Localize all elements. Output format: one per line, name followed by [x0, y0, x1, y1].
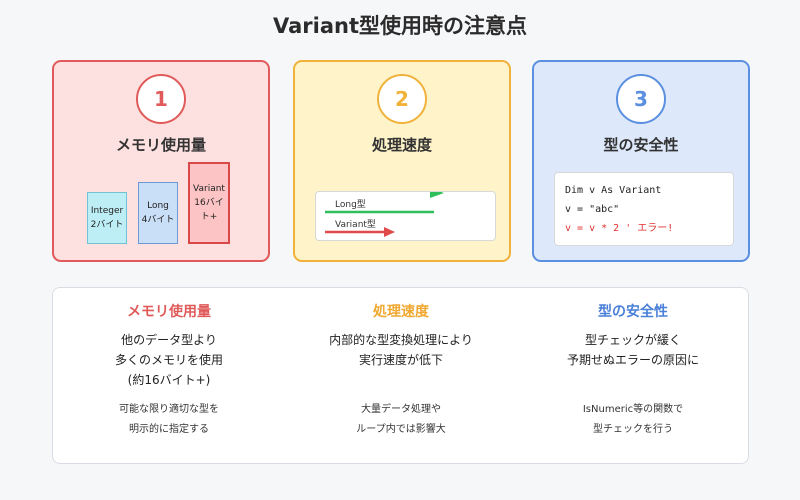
code-sample-box: Dim v As Variant v = "abc" v = v * 2 ' エ… [554, 172, 734, 246]
summary-description: 型チェックが緩く 予期せぬエラーの原因に [517, 330, 749, 370]
bar-size-label: 4バイト [141, 215, 175, 225]
note-line: ループ内では影響大 [356, 424, 446, 435]
code-line: v = "abc" [565, 204, 620, 215]
summary-panel: メモリ使用量 他のデータ型より 多くのメモリを使用 (約16バイト+) 可能な限… [52, 287, 749, 464]
summary-note: IsNumeric等の関数で 型チェックを行う [517, 400, 749, 440]
description-line: 多くのメモリを使用 [114, 353, 223, 367]
bar-size-label: 16バイト+ [194, 198, 224, 222]
bar-type-label: Integer [90, 206, 124, 216]
step-number-badge: 3 [616, 74, 666, 124]
variant-memory-bar: Variant 16バイト+ [188, 162, 230, 244]
code-line: Dim v As Variant [565, 185, 662, 196]
description-line: 他のデータ型より [121, 333, 217, 347]
code-error-line: v = v * 2 ' エラー! [565, 223, 674, 234]
description-line: 実行速度が低下 [358, 353, 443, 367]
long-speed-arrowhead [430, 192, 444, 198]
variant-speed-arrowhead [384, 227, 395, 237]
long-speed-label: Long型 [335, 200, 366, 210]
summary-note: 可能な限り適切な型を 明示的に指定する [53, 400, 285, 440]
note-line: 可能な限り適切な型を [119, 404, 219, 415]
summary-column-memory: メモリ使用量 他のデータ型より 多くのメモリを使用 (約16バイト+) 可能な限… [53, 288, 285, 435]
description-line: 内部的な型変換処理により [329, 333, 473, 347]
memory-card: 1 メモリ使用量 Integer 2バイト Long 4バイト Variant … [52, 60, 270, 262]
bar-size-label: 2バイト [90, 220, 124, 230]
note-line: IsNumeric等の関数で [582, 404, 684, 415]
bar-type-label: Variant [193, 184, 225, 194]
card-title: 型の安全性 [603, 136, 679, 154]
summary-note: 大量データ処理や ループ内では影響大 [285, 400, 517, 440]
note-line: 大量データ処理や [361, 404, 441, 415]
summary-title: 型の安全性 [598, 304, 668, 320]
card-title: メモリ使用量 [115, 136, 206, 154]
bar-type-label: Long [147, 201, 169, 211]
speed-comparison-box: Long型 Variant型 [315, 191, 496, 241]
note-line: 型チェックを行う [593, 424, 673, 435]
speed-arrows [325, 192, 444, 237]
summary-column-type-safety: 型の安全性 型チェックが緩く 予期せぬエラーの原因に IsNumeric等の関数… [517, 288, 749, 435]
page-title: Variant型使用時の注意点 [273, 14, 527, 38]
card-title: 処理速度 [371, 136, 432, 154]
description-line: (約16バイト+) [127, 373, 211, 387]
description-line: 予期せぬエラーの原因に [566, 353, 699, 367]
speed-card: 2 処理速度 Long型 Variant型 [293, 60, 511, 262]
step-number-badge: 1 [136, 74, 186, 124]
summary-description: 内部的な型変換処理により 実行速度が低下 [285, 330, 517, 370]
type-safety-card: 3 型の安全性 Dim v As Variant v = "abc" v = v… [532, 60, 750, 262]
summary-title: メモリ使用量 [127, 304, 211, 320]
note-line: 明示的に指定する [129, 424, 209, 435]
description-line: 型チェックが緩く [584, 333, 681, 347]
long-memory-bar: Long 4バイト [138, 182, 178, 244]
summary-title: 処理速度 [373, 304, 429, 320]
summary-column-speed: 処理速度 内部的な型変換処理により 実行速度が低下 大量データ処理や ループ内で… [285, 288, 517, 435]
step-number-badge: 2 [377, 74, 427, 124]
summary-description: 他のデータ型より 多くのメモリを使用 (約16バイト+) [53, 330, 285, 390]
integer-memory-bar: Integer 2バイト [87, 192, 127, 244]
variant-speed-label: Variant型 [335, 220, 376, 230]
